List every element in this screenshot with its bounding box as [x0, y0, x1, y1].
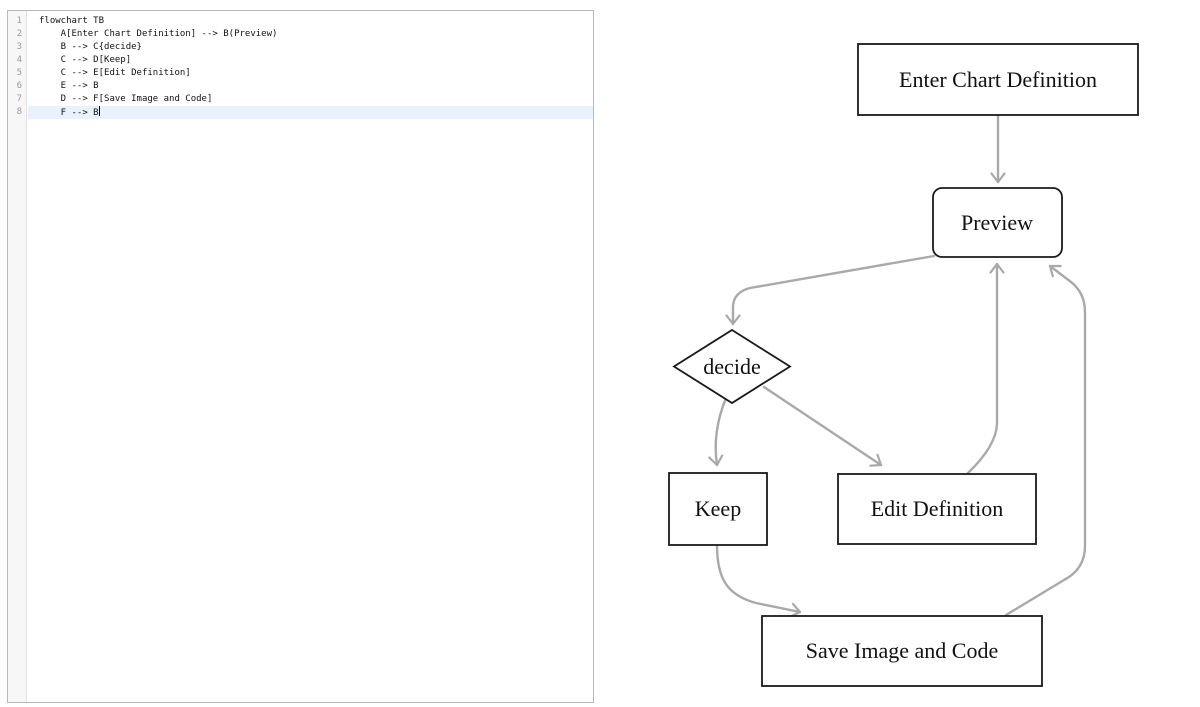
line-number: 2	[16, 29, 22, 39]
line-number: 7	[16, 94, 22, 104]
code-line[interactable]: A[Enter Chart Definition] --> B(Preview)	[39, 29, 278, 39]
node-decide: decide	[672, 328, 792, 405]
node-label: Preview	[961, 210, 1033, 235]
node-label: Save Image and Code	[806, 638, 998, 663]
code-editor-panel: 1 2 3 4 5 6 7 8 flowchart TB A[Enter Cha…	[7, 10, 594, 703]
edge-E-to-B	[966, 262, 1005, 475]
line-number: 5	[16, 68, 22, 78]
code-line[interactable]: E --> B	[39, 81, 99, 91]
line-number: 4	[16, 55, 22, 65]
edge-B-to-C	[725, 254, 936, 326]
line-number: 8	[16, 107, 22, 117]
text-caret	[98, 106, 100, 116]
node-label: Enter Chart Definition	[899, 67, 1097, 92]
code-line[interactable]: D --> F[Save Image and Code]	[39, 94, 213, 104]
code-line[interactable]: C --> D[Keep]	[39, 55, 132, 65]
node-layer: Enter Chart Definition Preview decide Ke…	[668, 43, 1139, 687]
code-line[interactable]: B --> C{decide}	[39, 42, 142, 52]
code-line-active[interactable]: F --> B	[28, 106, 593, 119]
node-label: decide	[703, 354, 760, 379]
code-line[interactable]: flowchart TB	[39, 16, 105, 26]
edge-C-to-D	[708, 396, 728, 467]
code-input-area[interactable]: flowchart TB A[Enter Chart Definition] -…	[28, 11, 593, 702]
node-label: Keep	[695, 496, 741, 521]
node-label: Edit Definition	[871, 496, 1004, 521]
node-save-image-and-code: Save Image and Code	[761, 615, 1043, 687]
line-number-gutter: 1 2 3 4 5 6 7 8	[8, 11, 27, 702]
line-number: 3	[16, 42, 22, 52]
node-keep: Keep	[668, 472, 768, 546]
node-preview: Preview	[932, 187, 1063, 258]
edge-layer	[708, 114, 1087, 618]
line-number: 1	[16, 16, 22, 26]
edge-C-to-E	[762, 385, 883, 467]
code-line[interactable]: C --> E[Edit Definition]	[39, 68, 191, 78]
code-text: F --> B	[39, 108, 99, 118]
node-edit-definition: Edit Definition	[837, 473, 1037, 545]
edge-F-to-B	[1004, 264, 1087, 617]
edge-D-to-F	[715, 543, 802, 618]
line-number: 6	[16, 81, 22, 91]
node-enter-chart-definition: Enter Chart Definition	[857, 43, 1139, 116]
